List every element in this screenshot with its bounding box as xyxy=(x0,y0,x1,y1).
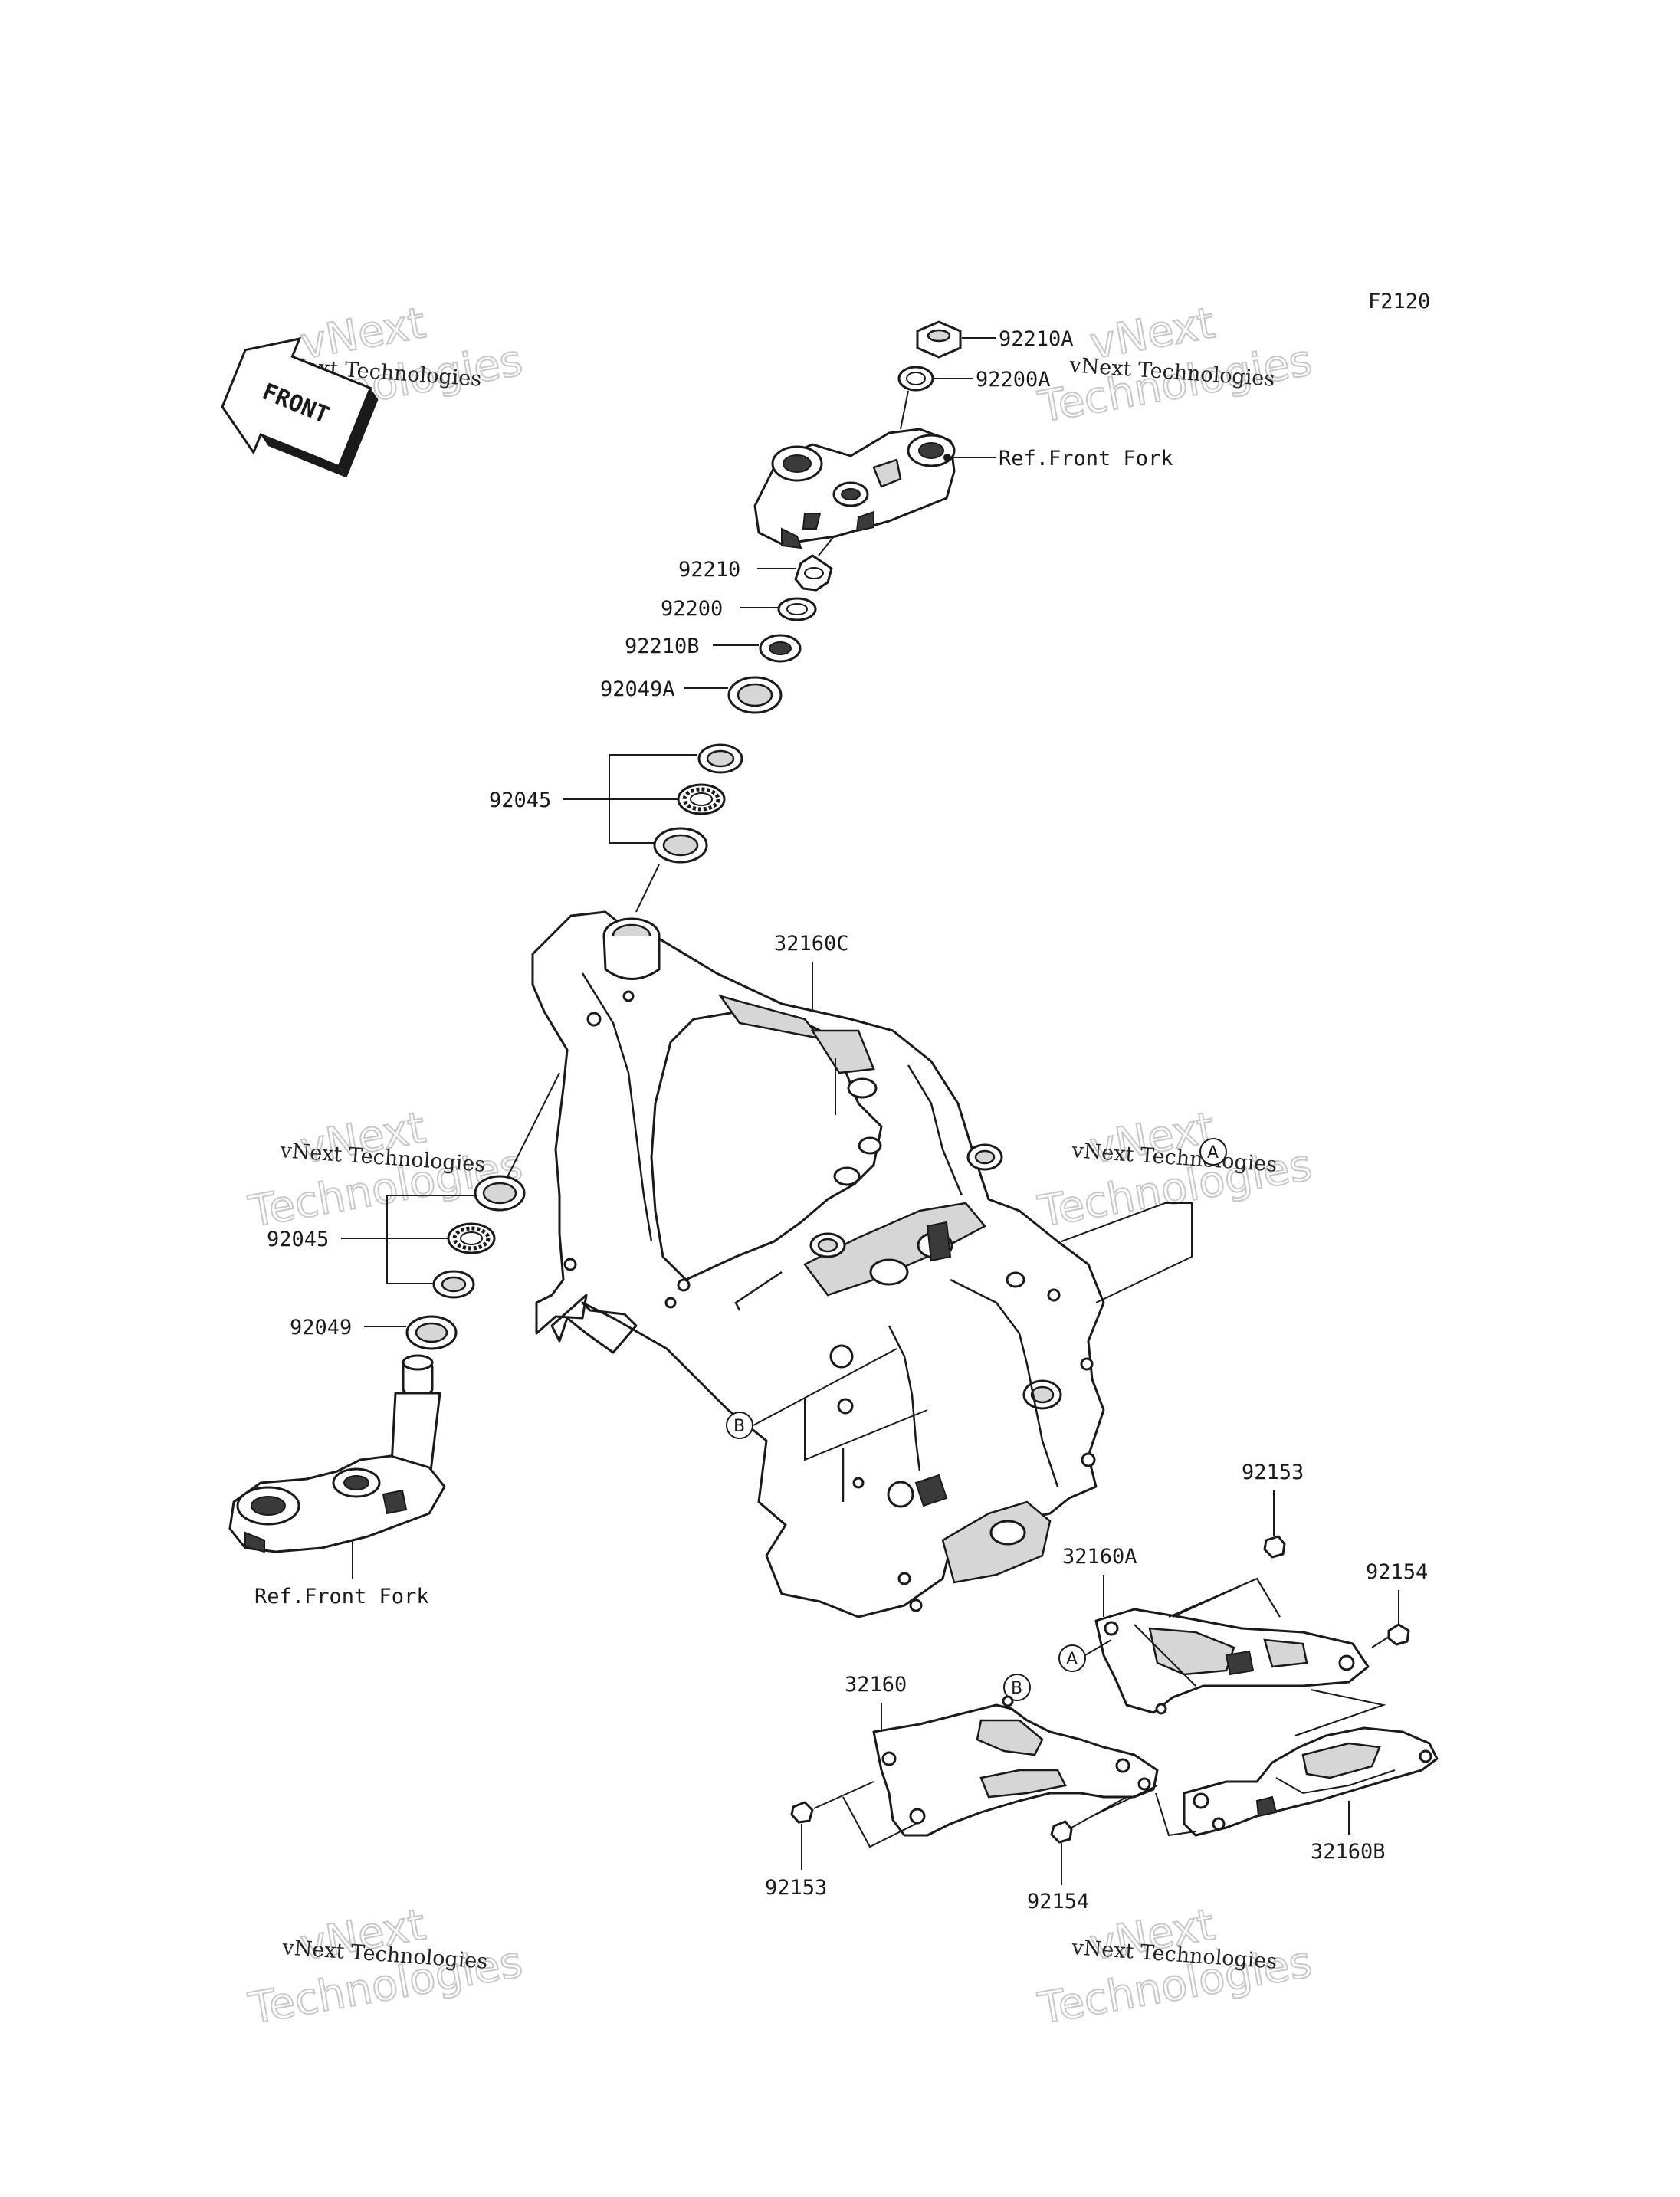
upper-triple-clamp xyxy=(753,428,956,549)
bolt-92153-top xyxy=(1263,1517,1286,1559)
dust-seal-92049A xyxy=(727,676,783,714)
lock-washer-92200 xyxy=(777,597,817,621)
steering-stem-lower-clamp xyxy=(228,1354,446,1553)
bracket-32160A xyxy=(1094,1608,1370,1715)
label-92153-top: 92153 xyxy=(1242,1461,1304,1484)
washer-92200A xyxy=(897,366,934,392)
label-92045-upper: 92045 xyxy=(489,789,551,812)
marker-b-bracket xyxy=(1003,1674,1031,1701)
label-ref-front-fork-top: Ref.Front Fork xyxy=(999,447,1173,471)
lower-inner-race xyxy=(432,1270,475,1299)
label-32160: 32160 xyxy=(845,1673,907,1697)
label-32160A: 32160A xyxy=(1062,1545,1137,1569)
marker-b-bracket-text: B xyxy=(1011,1679,1022,1698)
bracket-32160 xyxy=(872,1695,1159,1837)
dust-seal-92049 xyxy=(405,1315,458,1350)
marker-a-bracket-text: A xyxy=(1066,1650,1078,1669)
label-92210: 92210 xyxy=(678,558,740,582)
label-32160B: 32160B xyxy=(1311,1840,1386,1864)
label-ref-front-fork-bottom: Ref.Front Fork xyxy=(254,1585,429,1608)
figure-code: F2120 xyxy=(1368,290,1430,313)
marker-a-frame xyxy=(1199,1138,1227,1166)
label-92200A: 92200A xyxy=(976,368,1051,392)
label-92049: 92049 xyxy=(290,1316,352,1340)
stem-nut-92210B xyxy=(759,634,802,663)
label-92049A: 92049A xyxy=(600,677,675,701)
lower-outer-race xyxy=(474,1175,526,1212)
bracket-32160B xyxy=(1183,1726,1439,1837)
label-92154-top: 92154 xyxy=(1366,1560,1428,1584)
label-92210A: 92210A xyxy=(999,327,1074,351)
front-arrow-icon: FRONT xyxy=(221,337,379,478)
marker-a-bracket xyxy=(1058,1644,1086,1672)
upper-outer-race xyxy=(653,827,708,864)
watermark-top-right: vNext Technologies xyxy=(1034,297,1317,433)
stem-nut-92210A xyxy=(916,320,962,359)
label-92154-bottom: 92154 xyxy=(1027,1890,1089,1913)
upper-ball-bearing xyxy=(677,783,726,815)
marker-b-frame-text: B xyxy=(733,1417,745,1436)
marker-a-frame-text: A xyxy=(1207,1143,1219,1162)
upper-bearing-race xyxy=(697,743,743,774)
label-92153-bottom: 92153 xyxy=(765,1876,827,1900)
bolt-92154-top xyxy=(1371,1623,1410,1648)
marker-b-frame xyxy=(726,1412,753,1439)
main-frame-32160C xyxy=(531,910,1105,1618)
label-32160C: 32160C xyxy=(774,932,849,956)
label-92045-lower: 92045 xyxy=(267,1228,329,1251)
label-92200: 92200 xyxy=(661,597,723,621)
lower-ball-bearing xyxy=(447,1222,496,1254)
bolt-92153-bottom xyxy=(790,1801,814,1824)
label-92210B: 92210B xyxy=(625,635,700,658)
castle-nut-92210 xyxy=(794,554,833,592)
bolt-92154-bottom xyxy=(1050,1820,1073,1844)
